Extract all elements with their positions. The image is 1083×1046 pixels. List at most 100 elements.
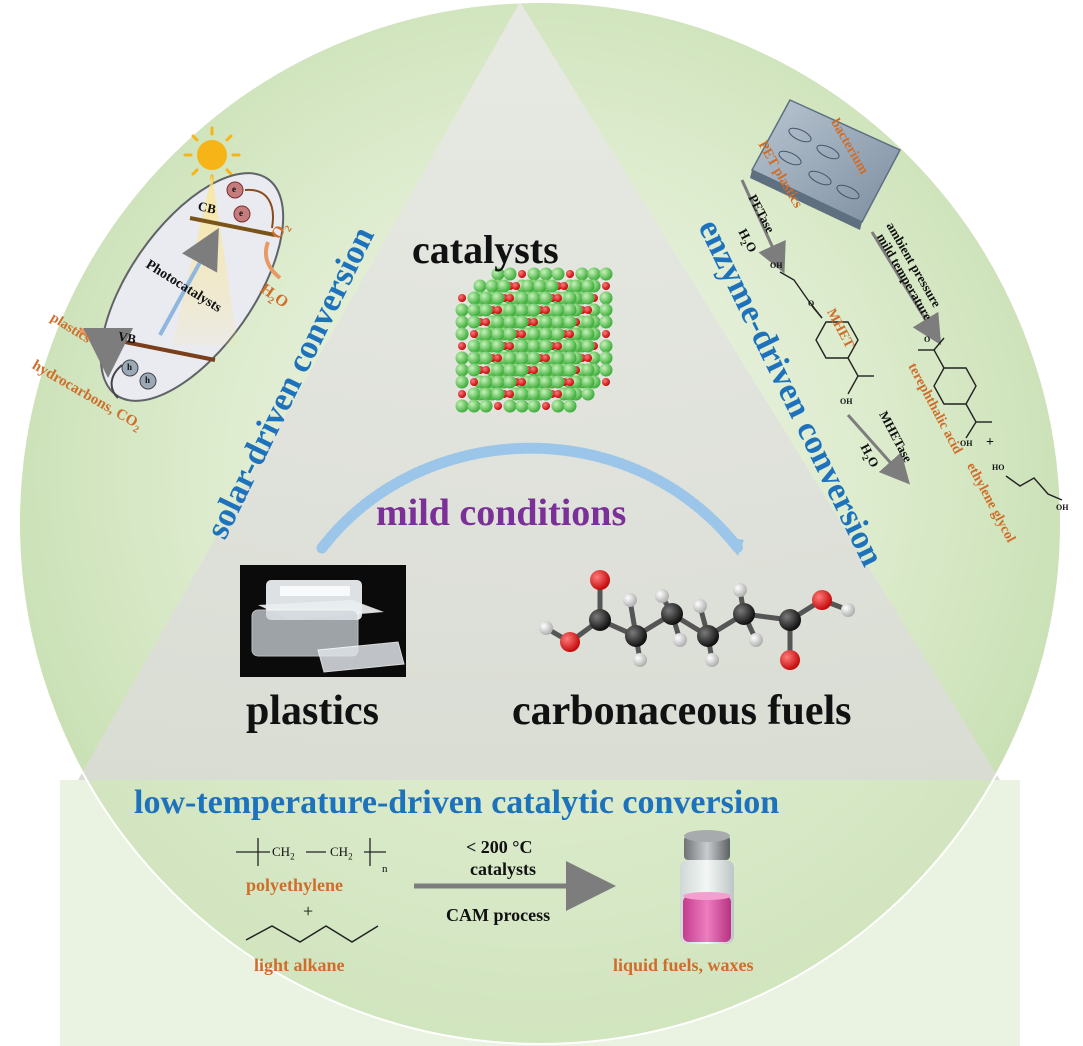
crystal-atom-red xyxy=(518,270,526,278)
crystal-atom-red xyxy=(482,318,490,326)
crystal-atom-green xyxy=(581,387,595,401)
molecule-atom-C xyxy=(779,609,801,631)
crystal-atom-green xyxy=(527,303,541,317)
crystal-atom-green xyxy=(551,363,565,377)
crystal-atom-red xyxy=(566,378,574,386)
crystal-atom-green xyxy=(551,351,565,365)
crystal-atom-green xyxy=(563,399,577,413)
crystal-atom-green xyxy=(527,267,541,281)
crystal-atom-red xyxy=(458,294,466,302)
crystal-atom-green xyxy=(581,315,595,329)
vial-icon xyxy=(680,830,734,944)
tpa-o-label: O xyxy=(924,335,931,344)
molecule-atom-C xyxy=(589,609,611,631)
crystal-atom-green xyxy=(539,327,553,341)
carbonaceous-fuels-label: carbonaceous fuels xyxy=(512,688,852,734)
crystal-atom-red xyxy=(602,282,610,290)
crystal-atom-green xyxy=(521,279,535,293)
crystal-atom-green xyxy=(581,375,595,389)
crystal-atom-green xyxy=(527,291,541,305)
molecule-atom-H xyxy=(539,621,553,635)
crystal-atom-green xyxy=(467,291,481,305)
crystal-atom-green xyxy=(479,291,493,305)
crystal-atom-green xyxy=(503,315,517,329)
crystal-atom-green xyxy=(455,327,469,341)
crystal-atom-red xyxy=(602,330,610,338)
crystal-atom-green xyxy=(539,387,553,401)
plastics-label: plastics xyxy=(246,688,380,734)
crystal-atom-green xyxy=(455,399,469,413)
crystal-atom-green xyxy=(491,327,505,341)
crystal-atom-green xyxy=(551,315,565,329)
molecule-atom-H xyxy=(673,633,687,647)
crystal-atom-green xyxy=(539,363,553,377)
crystal-atom-green xyxy=(503,375,517,389)
crystal-atom-red xyxy=(494,402,502,410)
molecule-atom-O xyxy=(812,590,832,610)
molecule-atom-H xyxy=(693,599,707,613)
crystal-atom-red xyxy=(554,342,562,350)
mild-conditions-arc xyxy=(316,442,744,554)
crystal-atom-red xyxy=(518,378,526,386)
electron-1: e xyxy=(232,184,236,194)
molecule-atom-C xyxy=(661,603,683,625)
crystal-atom-green xyxy=(503,267,517,281)
electron-2: e xyxy=(239,208,243,218)
crystal-atom-green xyxy=(563,387,577,401)
crystal-atom-green xyxy=(491,291,505,305)
crystal-atom-red xyxy=(530,318,538,326)
crystal-atom-green xyxy=(569,279,583,293)
crystal-atom-green xyxy=(503,351,517,365)
temperature-label: < 200 °C xyxy=(466,837,533,857)
crystal-atom-green xyxy=(515,363,529,377)
crystal-atom-green xyxy=(587,351,601,365)
crystal-atom-green xyxy=(599,351,613,365)
crystal-atom-green xyxy=(491,363,505,377)
crystal-atom-green xyxy=(539,291,553,305)
crystal-atom-green xyxy=(563,315,577,329)
crystal-atom-red xyxy=(530,366,538,374)
crystal-atom-green xyxy=(479,375,493,389)
crystal-atom-red xyxy=(566,330,574,338)
crystal-atom-green xyxy=(581,279,595,293)
crystal-atom-green xyxy=(467,303,481,317)
molecule-atom-C xyxy=(625,625,647,647)
crystal-atom-green xyxy=(599,267,613,281)
crystal-atom-green xyxy=(527,327,541,341)
crystal-atom-green xyxy=(551,303,565,317)
crystal-atom-green xyxy=(575,267,589,281)
crystal-atom-green xyxy=(539,315,553,329)
bacterium-slide xyxy=(750,99,902,230)
eg-oh-label: OH xyxy=(1056,503,1069,512)
mhet-structure xyxy=(779,271,874,395)
crystal-atom-green xyxy=(515,351,529,365)
molecule-atom-H xyxy=(623,593,637,607)
molecule-atom-C xyxy=(733,603,755,625)
crystal-atom-green xyxy=(563,291,577,305)
crystal-atom-green xyxy=(467,399,481,413)
crystal-atom-red xyxy=(602,378,610,386)
light-alkane-label: light alkane xyxy=(254,955,345,975)
crystal-atom-red xyxy=(584,306,592,314)
polymer-n-label: n xyxy=(382,863,388,875)
crystal-atom-red xyxy=(470,378,478,386)
crystal-atom-green xyxy=(527,351,541,365)
crystal-atom-green xyxy=(527,375,541,389)
crystal-atom-red xyxy=(542,402,550,410)
crystal-atom-green xyxy=(473,279,487,293)
crystal-atom-red xyxy=(494,354,502,362)
cam-catalysts-label: catalysts xyxy=(470,859,536,879)
crystal-atom-green xyxy=(581,327,595,341)
ch2-right-label: CH2 xyxy=(330,844,353,862)
crystal-atom-green xyxy=(569,375,583,389)
crystal-atom-green xyxy=(581,363,595,377)
crystal-atom-green xyxy=(563,363,577,377)
crystal-atom-green xyxy=(599,339,613,353)
crystal-atom-green xyxy=(455,351,469,365)
crystal-atom-green xyxy=(515,315,529,329)
hole-2: h xyxy=(145,375,151,385)
crystal-atom-red xyxy=(506,294,514,302)
crystal-atom-green xyxy=(599,303,613,317)
crystal-atom-green xyxy=(479,387,493,401)
